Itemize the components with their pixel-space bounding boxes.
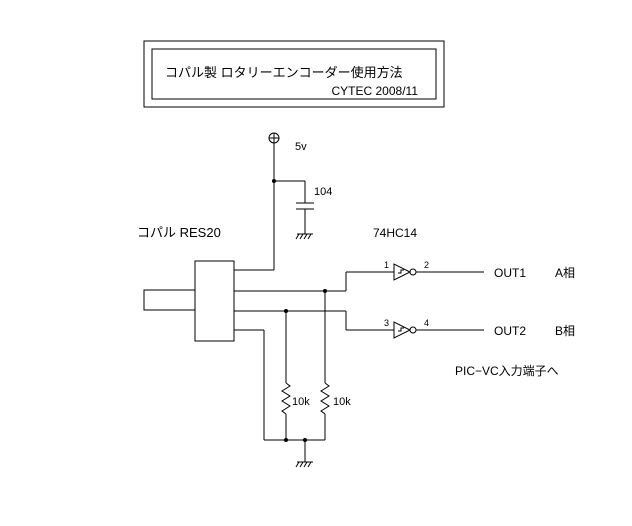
power-voltage-label: 5v [295,141,307,153]
resistor-r2 [320,291,330,440]
title-text: コパル製 ロタリーエンコーダー使用方法 [165,65,403,80]
destination-note: PIC−VC入力端子へ [455,364,559,378]
rotary-encoder [143,260,346,342]
credit-text: CYTEC 2008/11 [332,84,419,98]
r1-value-label: 10k [292,396,310,408]
inverter2-input-pin: 3 [384,318,389,328]
out1-label: OUT1 [494,266,526,280]
resistor-r1 [281,311,291,440]
inverter1-input-pin: 1 [384,260,389,270]
power-terminal [268,132,280,270]
ic-label: 74HC14 [373,226,417,240]
out2-label: OUT2 [494,324,526,338]
capacitor-value-label: 104 [314,186,332,198]
common-ground [263,330,325,468]
out1-phase-label: A相 [555,266,575,280]
out2-phase-label: B相 [555,324,575,338]
r2-value-label: 10k [333,396,351,408]
inverter-2 [284,309,484,339]
inverter-1 [323,263,484,293]
inverter1-output-pin: 2 [424,260,429,270]
decoupling-capacitor [274,180,314,240]
title-box: コパル製 ロタリーエンコーダー使用方法 CYTEC 2008/11 [143,40,445,108]
inverter2-output-pin: 4 [424,318,429,328]
encoder-label: コパル RES20 [137,225,221,240]
